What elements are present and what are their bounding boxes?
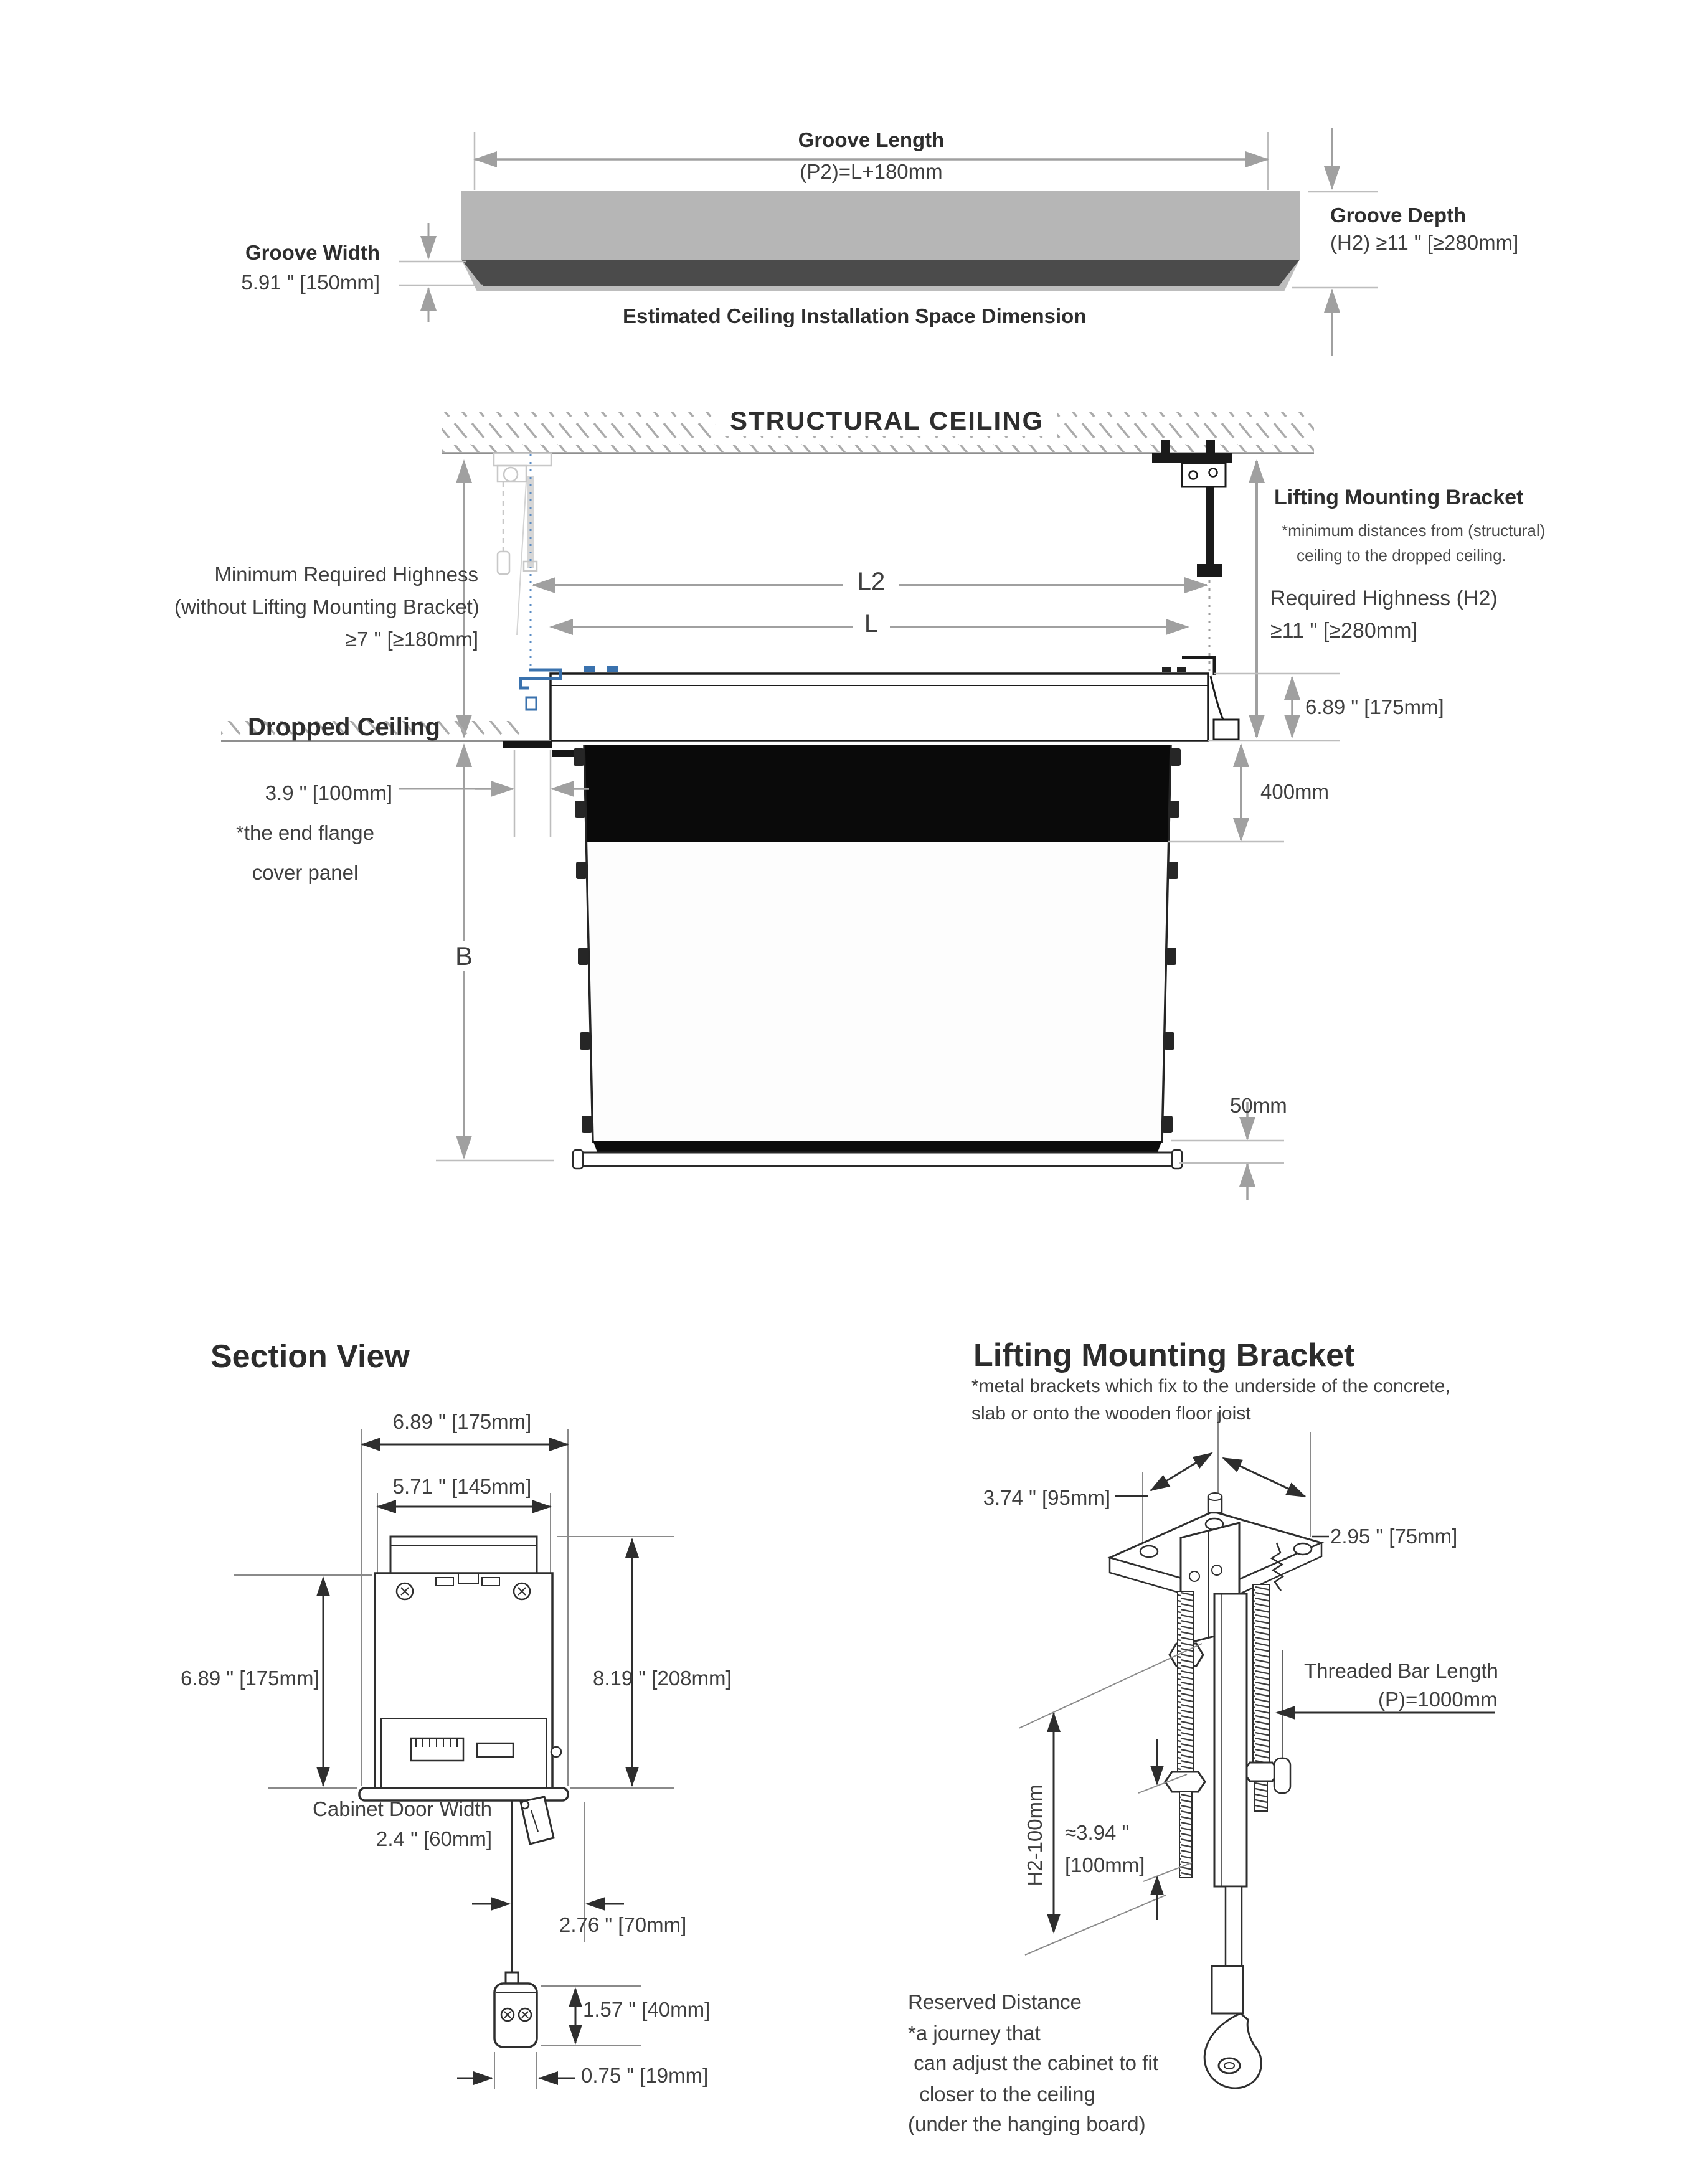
lv-reserved-line1: Reserved Distance xyxy=(908,1990,1082,2013)
lv-dim-adjust-line2: [100mm] xyxy=(1065,1853,1145,1876)
dropped-ceiling-label: Dropped Ceiling xyxy=(248,713,440,741)
min-highness-line1: Minimum Required Highness xyxy=(214,563,478,586)
dim-flange: 3.9 " [100mm] xyxy=(265,781,392,804)
lifting-bracket-drawing xyxy=(1018,1412,1495,2089)
dim-l-label: L xyxy=(853,610,890,638)
lv-note-line1: *metal brackets which fix to the undersi… xyxy=(971,1376,1450,1396)
lv-reserved-line4: closer to the ceiling xyxy=(908,2083,1095,2106)
lifting-view-title: Lifting Mounting Bracket xyxy=(973,1337,1355,1373)
section-view-drawing xyxy=(234,1429,674,2089)
lv-threaded-bar-line1: Threaded Bar Length xyxy=(1304,1659,1498,1682)
sv-dim-door-offset: 2.76 " [70mm] xyxy=(559,1913,687,1936)
structural-ceiling-label: STRUCTURAL CEILING xyxy=(716,405,1058,437)
lv-dim-plate-depth: 3.74 " [95mm] xyxy=(983,1486,1110,1509)
dim-b-label: B xyxy=(448,941,480,971)
sv-dim-pendant-height: 1.57 " [40mm] xyxy=(583,1998,711,2021)
groove-width-value: 5.91 " [150mm] xyxy=(241,271,380,294)
min-highness-line3: ≥7 " [≥180mm] xyxy=(345,628,478,651)
required-highness-line1: Required Highness (H2) xyxy=(1270,586,1498,610)
lifting-bracket-note2: ceiling to the dropped ceiling. xyxy=(1297,546,1506,565)
dim-drop-400: 400mm xyxy=(1260,780,1330,803)
ceiling-mounting-bracket xyxy=(1152,440,1232,671)
dropped-ceiling-drawing xyxy=(221,721,1340,757)
lv-reserved-line5: (under the hanging board) xyxy=(908,2112,1146,2135)
lv-dim-adjust-line1: ≈3.94 " xyxy=(1065,1821,1130,1844)
sv-dim-height-left: 6.89 " [175mm] xyxy=(181,1667,319,1690)
lv-dim-plate-width: 2.95 " [75mm] xyxy=(1330,1525,1458,1548)
sv-dim-outer-width: 6.89 " [175mm] xyxy=(392,1410,532,1433)
ghost-hoist-bracket xyxy=(493,452,552,636)
sv-door-label-line1: Cabinet Door Width xyxy=(313,1797,492,1820)
screen-drawing xyxy=(572,744,1183,1170)
groove-length-formula: (P2)=L+180mm xyxy=(800,160,943,183)
section-view-title: Section View xyxy=(210,1339,410,1375)
lv-note-line2: slab or onto the wooden floor joist xyxy=(971,1403,1251,1424)
lv-dim-h2: H2-100mm xyxy=(1023,1784,1046,1886)
sv-dim-inner-width: 5.71 " [145mm] xyxy=(392,1475,532,1498)
groove-length-label: Groove Length xyxy=(798,128,945,151)
groove-depth-label: Groove Depth xyxy=(1330,204,1467,227)
min-highness-line2: (without Lifting Mounting Bracket) xyxy=(174,595,480,618)
sv-dim-pendant-width: 0.75 " [19mm] xyxy=(581,2064,709,2087)
ceiling-space-caption: Estimated Ceiling Installation Space Dim… xyxy=(623,304,1087,327)
lv-reserved-line2: *a journey that xyxy=(908,2022,1041,2045)
groove-depth-value: (H2) ≥11 " [≥280mm] xyxy=(1330,231,1519,254)
flange-note1: *the end flange xyxy=(235,821,375,844)
sv-door-label-line2: 2.4 " [60mm] xyxy=(376,1827,492,1850)
cabinet-drawing xyxy=(519,656,1240,742)
groove-width-label: Groove Width xyxy=(245,241,380,264)
groove-dimension-lines xyxy=(399,128,1378,356)
dim-cabinet-height: 6.89 " [175mm] xyxy=(1305,695,1444,718)
lifting-bracket-callout-title: Lifting Mounting Bracket xyxy=(1274,486,1524,509)
lv-reserved-line3: can adjust the cabinet to fit xyxy=(908,2051,1158,2074)
flange-note2: cover panel xyxy=(252,861,359,884)
dim-l2-label: L2 xyxy=(843,568,899,596)
lv-threaded-bar-line2: (P)=1000mm xyxy=(1378,1688,1498,1711)
sv-dim-height-right: 8.19 " [208mm] xyxy=(593,1667,732,1690)
lifting-bracket-note1: *minimum distances from (structural) xyxy=(1282,521,1546,540)
groove-slab-drawing xyxy=(461,191,1300,291)
required-highness-line2: ≥11 " [≥280mm] xyxy=(1270,619,1417,642)
dim-bottom-bar-50: 50mm xyxy=(1230,1094,1287,1117)
